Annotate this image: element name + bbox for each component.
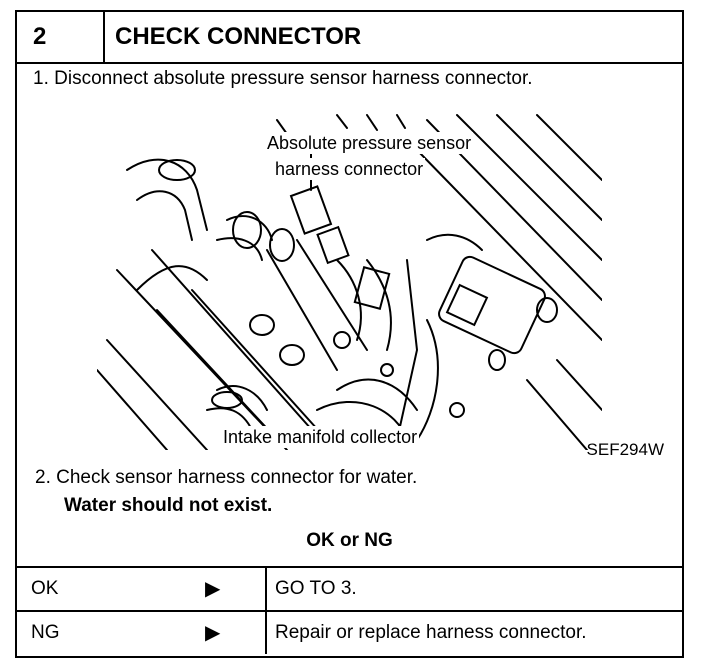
instruction-step-2: 2. Check sensor harness connector for wa… <box>35 464 417 520</box>
result-row-ok: OK ▶ GO TO 3. <box>17 566 682 610</box>
step-number: 2 <box>17 12 105 62</box>
procedure-title: CHECK CONNECTOR <box>115 23 362 50</box>
result-header: OK or NG <box>306 530 393 551</box>
engine-illustration: Absolute pressure sensor harness connect… <box>96 110 603 451</box>
procedure-header: 2 CHECK CONNECTOR <box>17 12 682 64</box>
result-action: Repair or replace harness connector. <box>275 622 587 643</box>
procedure-box: 2 CHECK CONNECTOR 1. Disconnect absolute… <box>15 10 684 658</box>
result-label: OK <box>31 578 59 599</box>
column-divider <box>265 612 267 654</box>
column-divider <box>265 568 267 610</box>
result-row-ng: NG ▶ Repair or replace harness connector… <box>17 610 682 654</box>
engine-line-drawing <box>96 114 603 451</box>
result-action: GO TO 3. <box>275 578 357 599</box>
step-2-requirement: Water should not exist. <box>64 495 273 516</box>
instruction-step-1: 1. Disconnect absolute pressure sensor h… <box>33 68 533 89</box>
arrow-right-icon: ▶ <box>205 578 221 600</box>
figure-code: SEF294W <box>586 440 664 459</box>
label-sensor-connector-line2: harness connector <box>273 158 426 180</box>
label-sensor-connector-line1: Absolute pressure sensor <box>265 132 474 154</box>
arrow-right-icon: ▶ <box>205 622 221 644</box>
label-intake-manifold: Intake manifold collector <box>221 426 420 448</box>
result-label: NG <box>31 622 60 643</box>
step-2-text: 2. Check sensor harness connector for wa… <box>35 467 418 488</box>
